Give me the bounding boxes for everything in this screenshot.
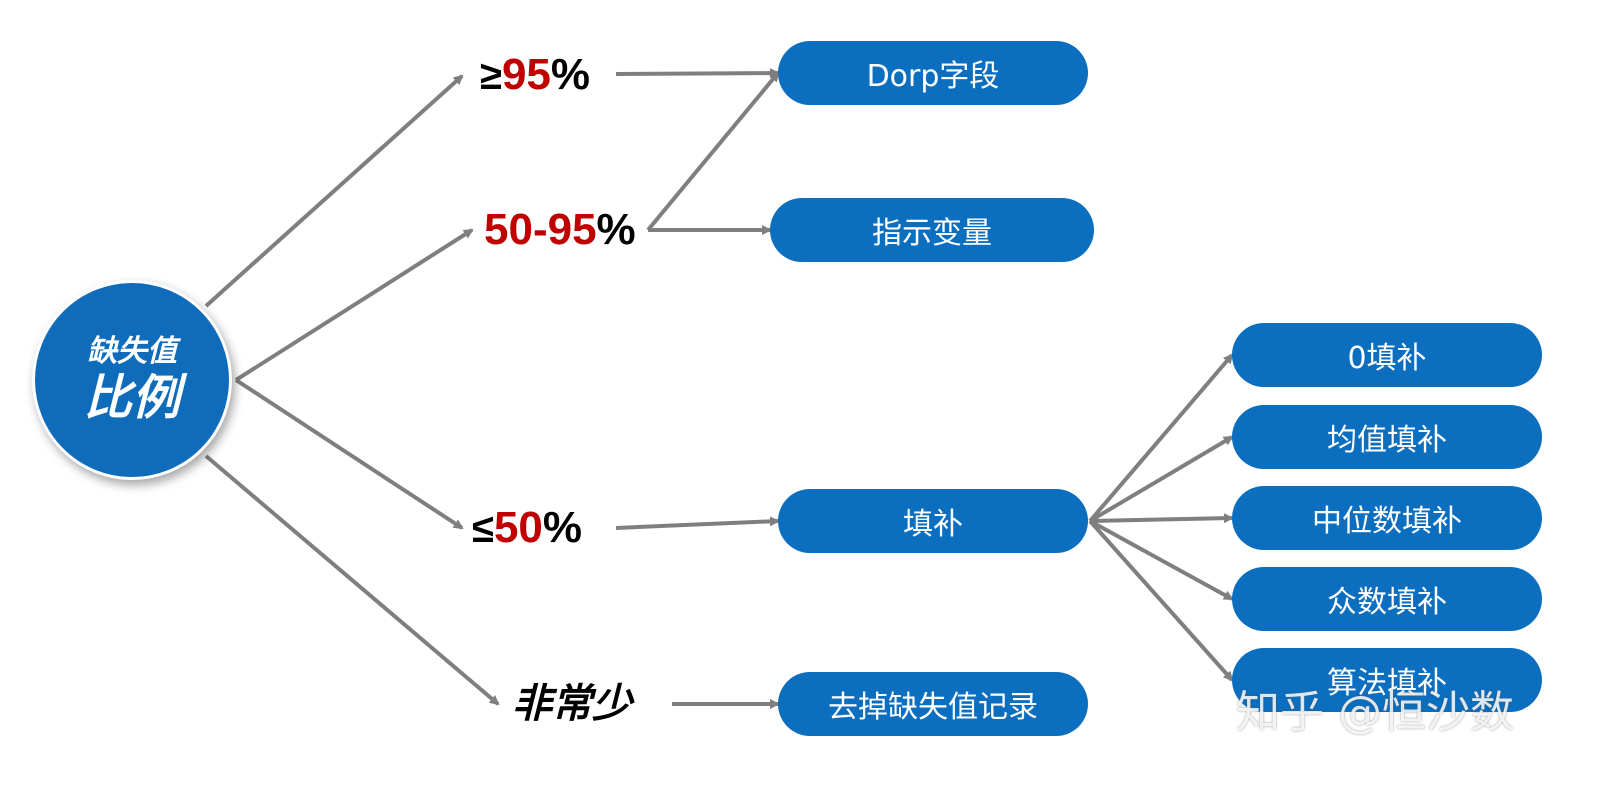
arrow-le50-fill — [615, 516, 780, 530]
condition-le50-number: 50 — [493, 503, 543, 552]
fill-method-mean: 均值填补 — [1232, 405, 1542, 469]
arrow-mid-drop — [646, 71, 780, 232]
condition-ge95-unit: % — [550, 50, 591, 99]
condition-ge95-number: 95 — [501, 50, 551, 99]
ge-symbol: ≥ — [480, 54, 502, 98]
action-indicator-variable: 指示变量 — [770, 198, 1094, 262]
root-node-missing-ratio: 缺失值 比例 — [32, 280, 232, 480]
fill-method-algorithm: 算法填补 — [1232, 648, 1542, 712]
watermark: 知乎 @恒沙数 — [1236, 687, 1514, 738]
action-drop-field: Dorp字段 — [778, 41, 1088, 105]
arrow-fill-method-3 — [1089, 513, 1234, 524]
condition-very-few: 非常少 — [512, 681, 632, 727]
arrow-fill-method-1 — [1088, 353, 1234, 523]
condition-le50: ≤50% — [472, 503, 582, 554]
root-label-line1: 缺失值 — [87, 334, 177, 369]
action-remove-missing-records: 去掉缺失值记录 — [778, 672, 1088, 736]
condition-mid-number: 50-95 — [484, 205, 597, 254]
condition-le50-unit: % — [542, 503, 583, 552]
arrow-root-few — [204, 454, 500, 706]
condition-ge95: ≥95% — [480, 50, 590, 101]
root-label-line2: 比例 — [83, 370, 180, 426]
fill-method-median: 中位数填补 — [1232, 486, 1542, 550]
arrow-ge95-drop — [615, 68, 780, 79]
arrow-fill-method-4 — [1089, 519, 1234, 601]
arrow-fill-method-5 — [1088, 519, 1234, 682]
arrow-fill-method-2 — [1088, 435, 1234, 523]
arrow-root-le50 — [234, 378, 464, 530]
arrow-root-mid — [234, 228, 474, 382]
le-symbol: ≤ — [472, 507, 494, 551]
fill-method-mode: 众数填补 — [1232, 567, 1542, 631]
fill-method-zero: 0填补 — [1232, 323, 1542, 387]
condition-50-95: 50-95% — [484, 205, 636, 255]
condition-mid-unit: % — [596, 205, 636, 254]
action-fill: 填补 — [778, 489, 1088, 553]
arrow-root-ge95 — [204, 74, 464, 308]
